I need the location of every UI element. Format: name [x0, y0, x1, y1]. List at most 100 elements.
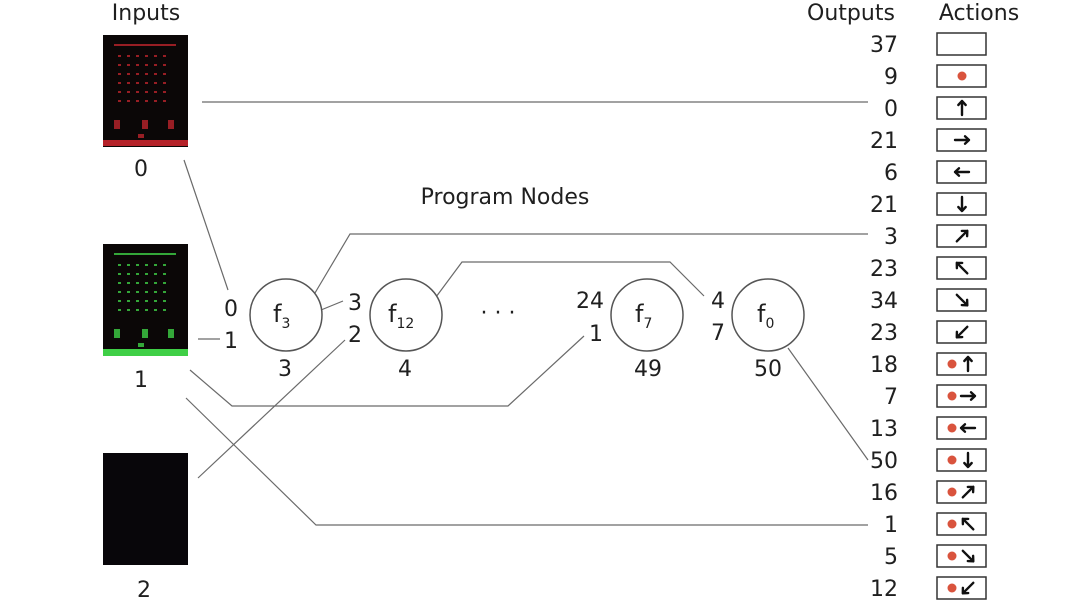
- action-cell: [936, 480, 987, 504]
- node-f3-input-b: 1: [224, 329, 238, 354]
- svg-text:f0: f0: [757, 300, 774, 332]
- action-cell: [936, 64, 987, 88]
- action-cell: [936, 512, 987, 536]
- fire-dot-icon: [947, 583, 957, 593]
- node-f12-input-a: 3: [348, 291, 362, 316]
- action-cell: [936, 128, 987, 152]
- fire-dot-icon: [957, 71, 967, 81]
- action-cell: [936, 416, 987, 440]
- arrow-down-icon: [957, 195, 967, 213]
- fire-dot-icon: [947, 359, 957, 369]
- arrow-right-icon: [953, 135, 971, 145]
- output-value: 23: [870, 321, 898, 346]
- action-box: [936, 512, 987, 536]
- connection-wires: [183, 101, 869, 526]
- node-f3-fn: f: [273, 300, 282, 328]
- output-value: 21: [870, 193, 898, 218]
- node-f0-fn: f: [757, 300, 766, 328]
- node-f12-index: 4: [398, 357, 412, 382]
- wire-f0-to-output50: [787, 347, 869, 461]
- arrow-left-icon: [953, 167, 971, 177]
- wire-f12-to-f0: [435, 261, 705, 298]
- fire-dot-icon: [947, 423, 957, 433]
- invader-grid-red: [114, 44, 176, 138]
- node-f0-index: 50: [754, 357, 782, 382]
- input-label-2: 2: [137, 578, 151, 603]
- svg-text:f3: f3: [273, 300, 290, 332]
- action-cell: [936, 256, 987, 280]
- node-f0-sub: 0: [765, 316, 774, 332]
- action-cell: [936, 160, 987, 184]
- wire-f3-to-f12: [320, 300, 344, 311]
- output-value: 50: [870, 449, 898, 474]
- node-f3-sub: 3: [281, 316, 290, 332]
- output-value: 1: [884, 513, 898, 538]
- action-cell: [936, 352, 987, 376]
- output-value: 3: [884, 225, 898, 250]
- output-value: 9: [884, 65, 898, 90]
- arrow-up-left-icon: [955, 261, 969, 275]
- node-f3-index: 3: [278, 357, 292, 382]
- fire-dot-icon: [947, 519, 957, 529]
- action-cell: [936, 544, 987, 568]
- wire-f3-to-output3: [311, 233, 868, 299]
- output-value: 6: [884, 161, 898, 186]
- input-screen-2: [103, 453, 188, 565]
- input-label-1: 1: [134, 368, 148, 393]
- output-value: 21: [870, 129, 898, 154]
- node-f3-input-a: 0: [224, 297, 238, 322]
- node-f7-fn: f: [635, 300, 644, 328]
- node-f7-input-b: 1: [589, 322, 603, 347]
- action-cell: [936, 384, 987, 408]
- action-box: [936, 352, 987, 376]
- action-box: [936, 32, 987, 56]
- wire-input1-to-f7: [189, 335, 585, 407]
- output-value: 7: [884, 385, 898, 410]
- output-value: 18: [870, 353, 898, 378]
- input-screen-0: [103, 35, 188, 147]
- action-box: [936, 448, 987, 472]
- arrow-up-icon: [963, 355, 973, 373]
- output-value: 37: [870, 33, 898, 58]
- node-f12-input-b: 2: [348, 323, 362, 348]
- node-ellipsis: · · ·: [481, 301, 516, 326]
- program-nodes-header: Program Nodes: [421, 185, 590, 210]
- arrow-up-right-icon: [955, 229, 969, 243]
- action-cell: [936, 576, 987, 600]
- fire-dot-icon: [947, 551, 957, 561]
- node-f7: f7 24 1 49: [576, 278, 684, 382]
- svg-text:f12: f12: [388, 300, 414, 332]
- action-cell: [936, 224, 987, 248]
- fire-dot-icon: [947, 455, 957, 465]
- action-cell: [936, 32, 987, 56]
- node-f7-index: 49: [634, 357, 662, 382]
- action-cell: [936, 320, 987, 344]
- input-label-0: 0: [134, 157, 148, 182]
- node-f12-sub: 12: [396, 316, 414, 332]
- arrow-up-right-icon: [961, 485, 975, 499]
- output-value: 23: [870, 257, 898, 282]
- output-value: 34: [870, 289, 898, 314]
- svg-text:f7: f7: [635, 300, 652, 332]
- output-value: 5: [884, 545, 898, 570]
- arrow-down-right-icon: [961, 549, 975, 563]
- output-value: 12: [870, 577, 898, 602]
- arrow-left-icon: [959, 423, 977, 433]
- action-box: [936, 544, 987, 568]
- input-screen-1: [103, 244, 188, 356]
- node-f0: f0 4 7 50: [711, 278, 805, 382]
- arrow-up-icon: [957, 99, 967, 117]
- action-box: [936, 480, 987, 504]
- outputs-header: Outputs: [807, 1, 895, 26]
- node-f3: f3 0 1 3: [224, 278, 323, 382]
- action-cell: [936, 288, 987, 312]
- arrow-right-icon: [959, 391, 977, 401]
- invader-grid-green: [114, 253, 176, 347]
- arrow-up-left-icon: [961, 517, 975, 531]
- fire-dot-icon: [947, 391, 957, 401]
- arrow-down-left-icon: [961, 581, 975, 595]
- inputs-header: Inputs: [112, 1, 180, 26]
- node-f12-fn: f: [388, 300, 397, 328]
